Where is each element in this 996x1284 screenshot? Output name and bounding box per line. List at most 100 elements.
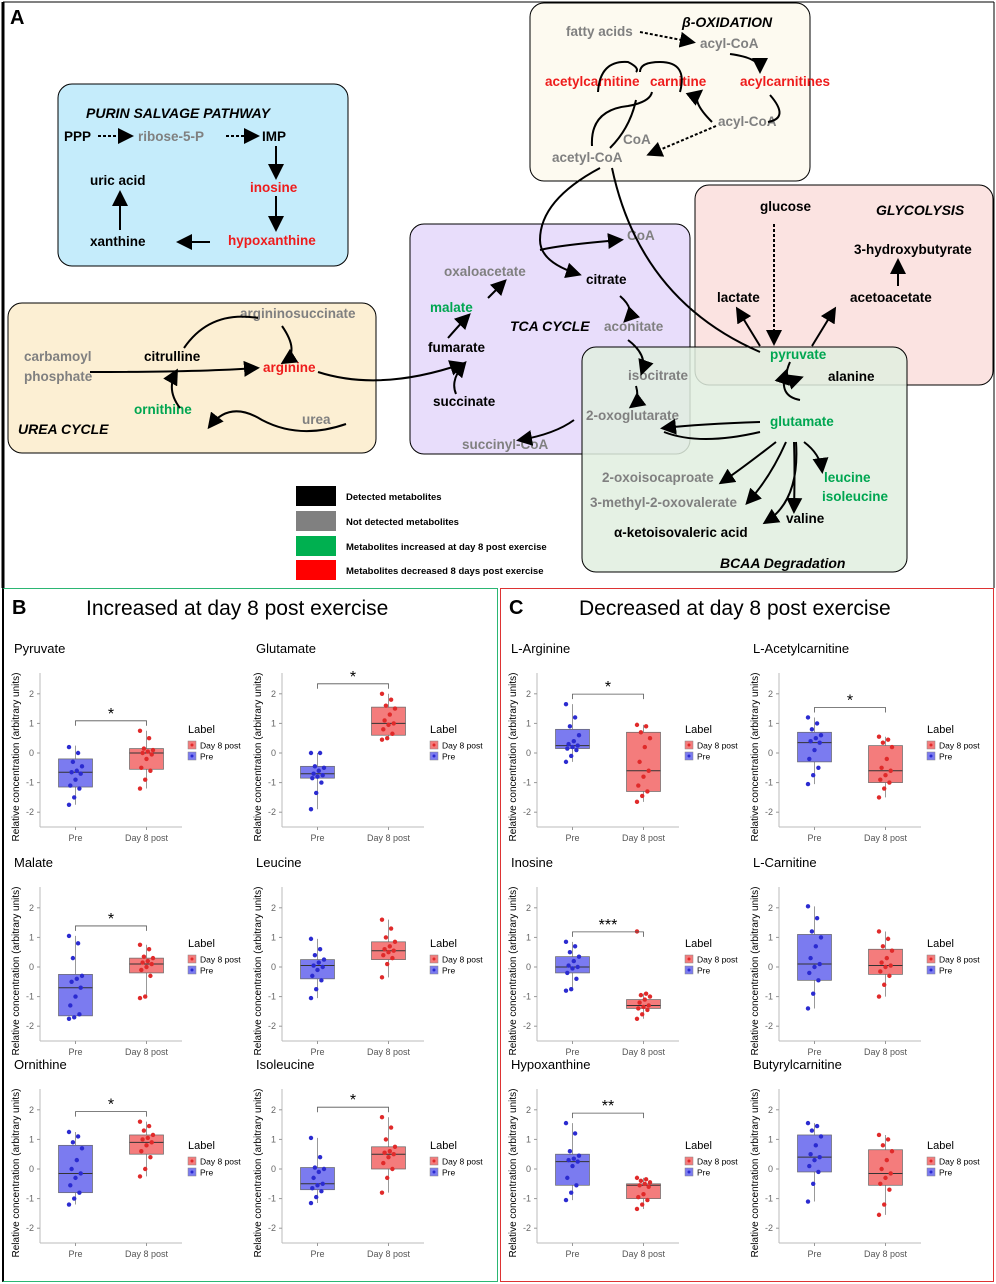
pre-point [70,1140,76,1145]
post-point [885,737,891,742]
post-point [638,992,644,998]
post-point [386,722,391,728]
post-point [388,697,394,702]
x-tick-label: Pre [565,833,579,843]
pre-point [68,1003,73,1008]
post-box [371,706,406,736]
post-point [143,994,148,999]
y-tick-label: 0 [271,748,276,758]
x-tick-label: Pre [565,1047,579,1057]
x-tick-label: Day 8 post [622,1249,666,1259]
pre-point [319,1189,324,1194]
legend-label: Pre [442,966,456,976]
pre-point [321,765,327,770]
pre-point [314,1194,319,1200]
significance-bracket [572,1112,644,1119]
plot-title: L-Arginine [511,641,570,656]
post-point [637,1183,642,1188]
pre-point [77,1190,82,1195]
pre-point [79,764,85,769]
y-tick-label: -1 [268,1194,276,1204]
pre-point [72,1196,77,1201]
post-point [392,1144,398,1149]
y-axis-label: Relative concentration (arbitrary units) [750,887,761,1056]
pre-point [308,1135,314,1141]
pre-point [308,1200,314,1206]
y-axis-label: Relative concentration (arbitrary units) [508,1089,519,1258]
pre-point [317,750,323,756]
legend-label: Pre [200,752,214,762]
y-tick-label: -2 [268,807,276,817]
post-point [640,793,645,799]
pre-point [812,1157,817,1163]
y-tick-label: -2 [26,1021,34,1031]
pre-point [805,781,811,787]
pre-point [319,978,324,983]
pre-point [816,978,821,983]
pre-point [66,802,72,807]
x-tick-label: Day 8 post [125,833,169,843]
met-phosphate: phosphate [24,369,93,384]
pre-point [68,1183,73,1188]
met-carbamoyl: carbamoyl [24,349,92,364]
post-point [642,997,647,1002]
post-point [137,942,143,947]
pre-point [73,994,78,999]
post-point [645,1197,650,1203]
legend-label: Day 8 post [442,1157,483,1167]
met-xanthine: xanthine [90,234,146,249]
legend-dot [190,743,194,747]
post-point [391,1152,396,1157]
post-point [382,718,387,723]
post-point [883,1175,888,1181]
legend-title: Label [685,724,712,736]
pre-point [66,1016,72,1021]
met-pyruvate: pyruvate [770,347,827,362]
post-point [150,1132,156,1138]
pre-point [78,985,83,990]
met-coa-1: CoA [623,132,651,147]
y-tick-label: -1 [523,778,531,788]
x-tick-label: Pre [310,833,324,843]
pre-point [818,733,824,738]
x-tick-label: Day 8 post [367,1047,411,1057]
y-tick-label: 1 [768,718,773,728]
post-box [626,1183,661,1199]
post-point [149,961,154,967]
x-tick-label: Day 8 post [125,1047,169,1057]
panel-b-letter: B [12,597,27,619]
pre-point [807,756,812,762]
legend-swatch-decreased [296,560,336,580]
post-point [646,768,651,773]
pre-point [816,1169,821,1175]
met-ribose: ribose-5-P [138,129,204,144]
pre-point [315,1183,320,1188]
post-point [640,1012,645,1017]
post-point [641,1191,646,1197]
y-tick-label: -2 [523,1021,531,1031]
y-tick-label: 2 [271,903,276,913]
pre-point [320,1181,325,1186]
legend-dot [929,957,933,961]
post-point [148,1154,153,1160]
plot-title: Butyrylcarnitine [753,1057,842,1072]
pre-point [77,786,82,791]
y-tick-label: 0 [768,962,773,972]
y-tick-label: -1 [26,778,34,788]
met-glutamate: glutamate [770,414,834,429]
y-axis-label: Relative concentration (arbitrary units) [11,887,22,1056]
pre-point [566,963,571,968]
post-point [382,1150,387,1155]
post-point [383,1137,389,1142]
legend-swatch-detected [296,486,336,506]
post-point [146,1123,152,1129]
pre-point [321,1166,327,1172]
post-point [637,759,642,765]
